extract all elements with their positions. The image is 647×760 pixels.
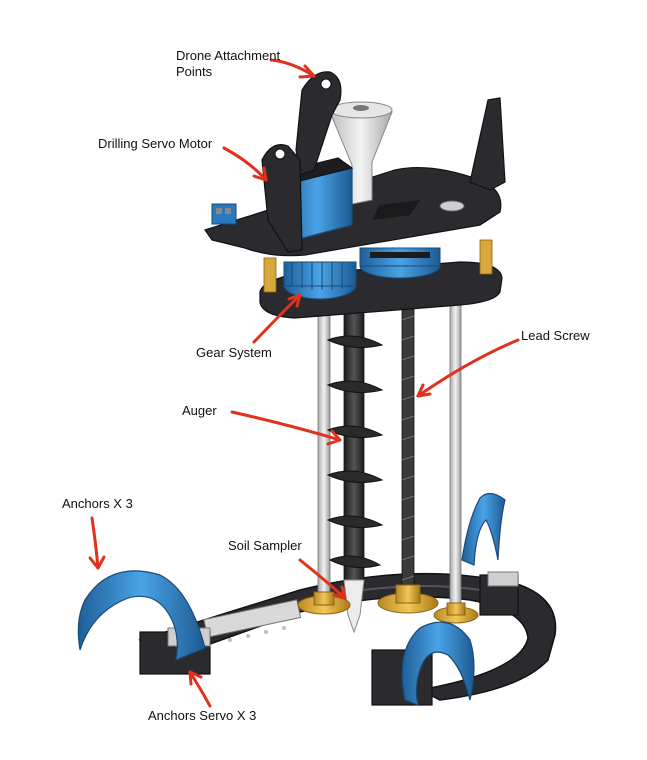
label-auger: Auger [182,403,217,418]
arrow-lead-screw [418,340,518,396]
label-drone-attachment-line1: Drone Attachment [176,48,280,63]
label-anchors: Anchors X 3 [62,496,133,511]
label-soil-sampler: Soil Sampler [228,538,302,553]
label-lead-screw: Lead Screw [521,328,590,343]
label-gear-system: Gear System [196,345,272,360]
label-drone-attachment-line2: Points [176,64,212,79]
label-anchors-servo: Anchors Servo X 3 [148,708,256,723]
label-drilling-servo-motor: Drilling Servo Motor [98,136,212,151]
arrow-anchors [90,518,104,568]
arrow-anchors-servo [190,672,210,706]
lead-screw [402,305,414,595]
arrow-drilling-servo [224,148,266,180]
